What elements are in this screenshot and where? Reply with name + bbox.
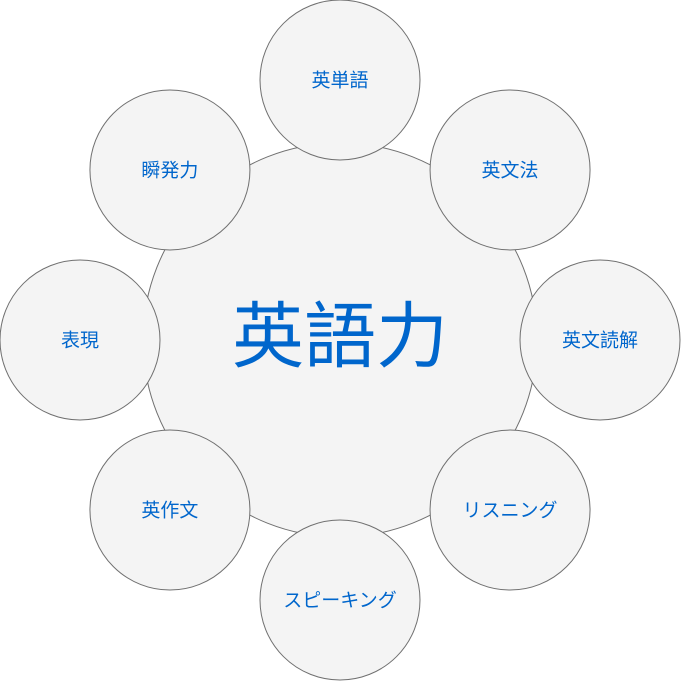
node-7: 瞬発力: [89, 89, 251, 251]
node-5: 英作文: [89, 429, 251, 591]
node-3: リスニング: [429, 429, 591, 591]
node-label: 瞬発力: [141, 159, 198, 181]
node-2: 英文読解: [519, 259, 681, 421]
node-4: スピーキング: [259, 519, 421, 681]
node-6: 表現: [0, 259, 161, 421]
node-circle: [259, 519, 421, 681]
node-label: 英文読解: [562, 330, 638, 352]
node-label: 表現: [61, 330, 99, 352]
node-circle: [519, 259, 681, 421]
node-circle: [0, 259, 161, 421]
node-label: スピーキング: [283, 590, 396, 612]
node-circle: [429, 89, 591, 251]
node-label: 英単語: [311, 70, 368, 92]
node-circle: [89, 429, 251, 591]
node-circle: [259, 0, 421, 161]
node-circle: [429, 429, 591, 591]
center-label: 英語力: [232, 295, 448, 379]
node-label: 英文法: [482, 159, 539, 181]
node-label: リスニング: [463, 500, 558, 522]
center-node: 英語力: [142, 142, 538, 538]
node-1: 英文法: [429, 89, 591, 251]
node-circle: [89, 89, 251, 251]
node-label: 英作文: [141, 500, 198, 522]
node-0: 英単語: [259, 0, 421, 161]
